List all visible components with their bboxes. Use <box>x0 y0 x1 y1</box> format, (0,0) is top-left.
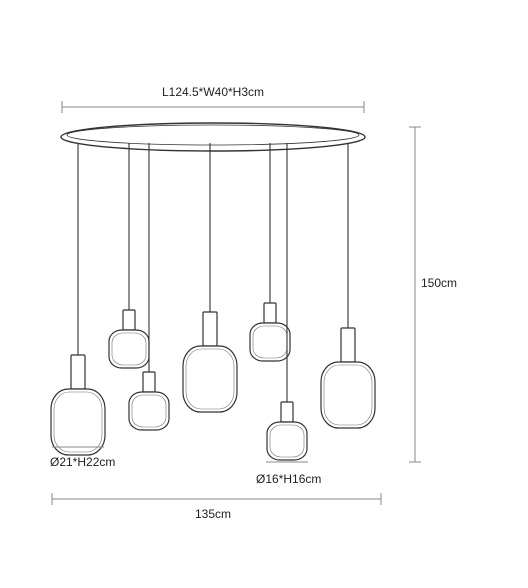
glass-shade <box>249 322 291 362</box>
glass-shade-inner <box>323 364 373 426</box>
width-dimension: 135cm <box>51 493 382 521</box>
lamp-holder <box>280 401 294 423</box>
lamp-holder <box>202 311 218 347</box>
height-dimension: 150cm <box>409 126 457 463</box>
glass-shade <box>266 421 308 461</box>
pendant-lamp <box>182 143 238 413</box>
pendant-lamp <box>320 143 376 429</box>
glass-shade-inner <box>53 391 103 453</box>
glass-shade <box>320 361 376 429</box>
glass-shade <box>108 329 150 369</box>
pendant-lamp <box>50 143 106 456</box>
glass-shade-inner <box>185 348 235 410</box>
pendant-lamps <box>50 143 376 461</box>
glass-shade <box>128 391 170 431</box>
pendant-lamp <box>249 143 291 362</box>
large-shade-label: Ø21*H22cm <box>50 455 115 469</box>
canopy-ring <box>60 122 366 152</box>
small-shade-label: Ø16*H16cm <box>256 472 321 486</box>
pendant-lamp <box>108 143 150 369</box>
lamp-holder <box>340 327 356 363</box>
glass-shade-inner <box>131 394 167 428</box>
pendant-lamp <box>266 143 308 461</box>
height-dimension-label: 150cm <box>421 276 457 290</box>
lamp-holder <box>122 309 136 331</box>
lamp-holder <box>263 302 277 324</box>
glass-shade-inner <box>269 424 305 458</box>
glass-shade <box>50 388 106 456</box>
lamp-holder <box>142 371 156 393</box>
pendant-lamp <box>128 143 170 431</box>
canopy-dimension: L124.5*W40*H3cm <box>61 85 365 113</box>
glass-shade-inner <box>111 332 147 366</box>
lamp-holder <box>70 354 86 390</box>
canopy-dimension-label: L124.5*W40*H3cm <box>162 85 264 99</box>
width-dimension-label: 135cm <box>195 507 231 521</box>
glass-shade <box>182 345 238 413</box>
